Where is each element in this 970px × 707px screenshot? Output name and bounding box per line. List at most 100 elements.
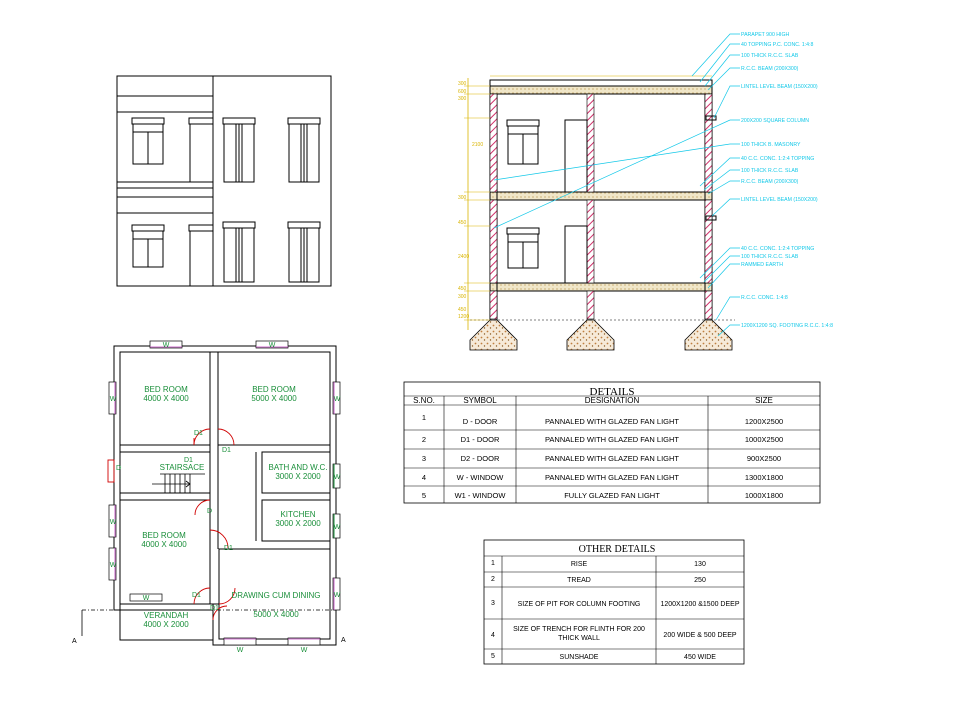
window-mark [332, 463, 341, 489]
table-cell: W - WINDOW [457, 473, 505, 482]
callout-label: R.C.C. BEAM (200X300) [741, 179, 799, 185]
door-label: D [207, 508, 212, 515]
room-name: STAIRSACE [160, 463, 205, 472]
table-cell-line: THICK WALL [558, 635, 600, 642]
table-cell: 1000X2500 [745, 435, 783, 444]
table-cell: 2 [422, 435, 426, 444]
column [704, 93, 713, 193]
window-label: W [110, 396, 117, 403]
table-cell: PANNALED WITH GLAZED FAN LIGHT [545, 435, 679, 444]
window-mark [332, 513, 341, 539]
elevation-door [188, 117, 214, 183]
window-label: W [163, 342, 170, 349]
table-header: S.NO. [413, 396, 435, 405]
footing [469, 319, 518, 351]
table-header: DESIGNATION [585, 396, 640, 405]
door-label: D1 [192, 592, 201, 599]
elevation-window [222, 221, 256, 283]
table-cell: D1 - DOOR [461, 435, 500, 444]
callout-label: R.C.C. BEAM (200X300) [741, 66, 799, 72]
table-cell: 5 [491, 653, 495, 660]
window-mark [223, 637, 257, 646]
dim-label: 300 [458, 96, 467, 102]
table-cell: 1 [491, 560, 495, 567]
column [586, 290, 595, 320]
window-label: W [334, 524, 341, 531]
dim-label: 2100 [472, 142, 483, 148]
dim-label: 450 [458, 220, 467, 226]
other-details-table: OTHER DETAILS 1 RISE 130 2 TREAD 250 3 S… [483, 539, 745, 665]
window-label: W [301, 647, 308, 654]
dim-label: 300 [458, 195, 467, 201]
table-cell: 200 WIDE & 500 DEEP [663, 632, 736, 639]
room-size: 3000 X 2000 [275, 519, 321, 528]
window-mark [332, 381, 341, 415]
elevation-window [287, 221, 321, 283]
floor-plan [81, 345, 337, 646]
section-callouts: PARAPET 900 HIGH 40 TOPPING P.C. CONC. 1… [741, 32, 833, 329]
callout-label: 40 TOPPING P.C. CONC. 1:4:8 [741, 42, 813, 48]
table-cell-line: SIZE OF TRENCH FOR FLINTH FOR 200 [513, 626, 645, 633]
table-cell: 1200X2500 [745, 417, 783, 426]
table-cell: PANNALED WITH GLAZED FAN LIGHT [545, 473, 679, 482]
section-marks: A A [72, 637, 346, 645]
callout-label: 100 THICK B. MASONRY [741, 142, 801, 148]
window-label: W [110, 562, 117, 569]
building-section [464, 75, 735, 351]
table-cell: 3 [422, 454, 426, 463]
callout-label: LINTEL LEVEL BEAM (150X200) [741, 84, 818, 90]
door-label: D1 [222, 447, 231, 454]
room-name: BED ROOM [142, 531, 186, 540]
window-mark [149, 340, 183, 349]
door-label: D1 [194, 430, 203, 437]
door-labels: D1 D1 D1 D D1 D1 D1 D [116, 430, 233, 612]
callout-label: 100 THICK R.C.C. SLAB [741, 53, 799, 59]
table-cell: 1300X1800 [745, 473, 783, 482]
room-name: BED ROOM [252, 385, 296, 394]
callout-label: 40 C.C. CONC. 1:2:4 TOPPING [741, 246, 814, 252]
column [704, 290, 713, 320]
details-title: DETAILS [590, 386, 635, 398]
window-mark [129, 593, 163, 602]
window-mark [108, 504, 117, 538]
table-cell: 1200X1200 &1500 DEEP [660, 601, 739, 608]
table-cell: FULLY GLAZED FAN LIGHT [564, 491, 660, 500]
column [489, 93, 498, 193]
room-name: DRAWING CUM DINING [231, 591, 320, 600]
door-label: D [116, 465, 121, 472]
window-mark [287, 637, 321, 646]
door-label: D1 [224, 545, 233, 552]
dim-label: 600 [458, 89, 467, 95]
callout-label: 40 C.C. CONC. 1:2:4 TOPPING [741, 156, 814, 162]
front-elevation [116, 75, 332, 287]
table-cell: SUNSHADE [560, 654, 599, 661]
table-cell: PANNALED WITH GLAZED FAN LIGHT [545, 454, 679, 463]
column [586, 199, 595, 284]
table-cell: 5 [422, 491, 426, 500]
room-size: 5000 X 4000 [251, 394, 297, 403]
window-mark [108, 381, 117, 415]
elevation-window [131, 224, 165, 268]
room-name: BATH AND W.C. [269, 463, 328, 472]
plan-windows [108, 340, 341, 646]
column [489, 199, 498, 284]
table-cell: PANNALED WITH GLAZED FAN LIGHT [545, 417, 679, 426]
window-label: W [110, 519, 117, 526]
table-cell: SIZE OF PIT FOR COLUMN FOOTING [518, 601, 641, 608]
room-size: 4000 X 4000 [143, 394, 189, 403]
window-label: W [143, 595, 150, 602]
footing [684, 319, 733, 351]
room-size: 3000 X 2000 [275, 472, 321, 481]
dim-label: 300 [458, 81, 467, 87]
callout-label: RAMMED EARTH [741, 262, 783, 268]
table-cell: 3 [491, 600, 495, 607]
window-mark [108, 547, 117, 581]
callout-label: 1200X1200 SQ. FOOTING R.C.C. 1:4:8 [741, 323, 833, 329]
table-cell: 450 WIDE [684, 654, 716, 661]
elevation-window [222, 117, 256, 183]
table-cell: D2 - DOOR [461, 454, 500, 463]
table-cell: 2 [491, 576, 495, 583]
footing [566, 319, 615, 351]
